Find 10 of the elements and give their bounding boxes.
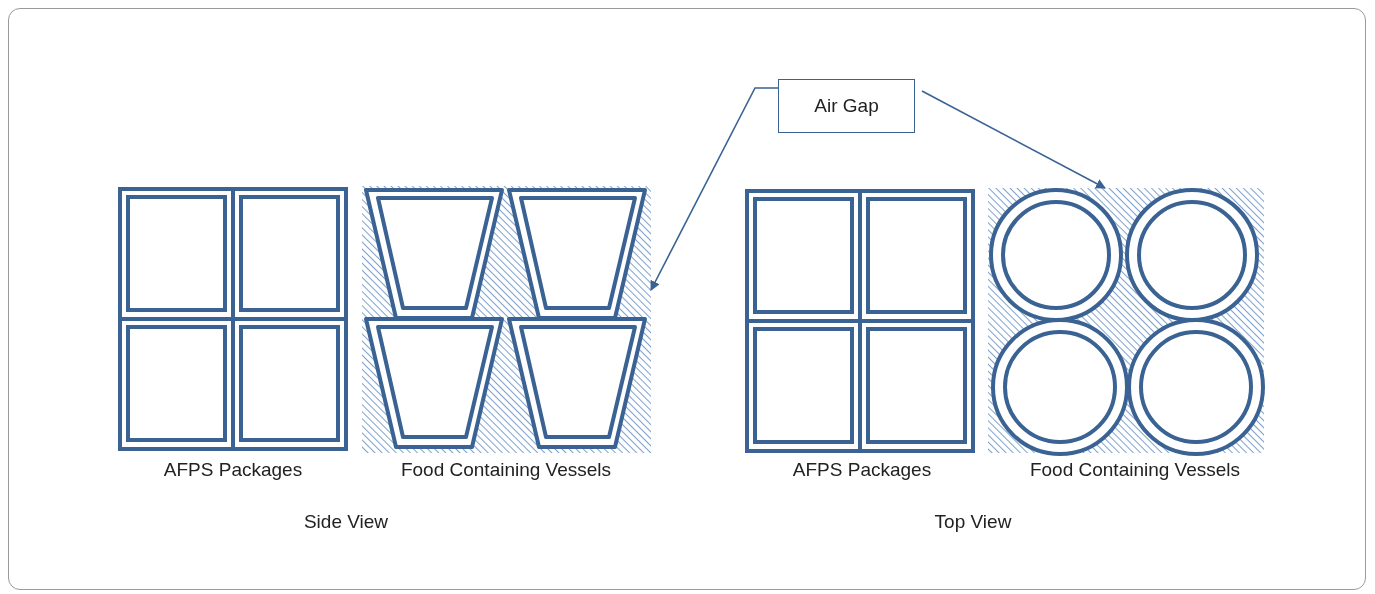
leader-line [650,87,779,291]
caption: Food Containing Vessels [400,459,612,481]
view-title: Side View [303,511,389,533]
text-box [778,79,915,133]
caption: AFPS Packages [792,459,932,481]
caption: AFPS Packages [163,459,303,481]
leader-line [921,90,1106,189]
box-label: Air Gap [814,95,879,117]
caption: Food Containing Vessels [1029,459,1241,481]
view-title: Top View [934,511,1012,533]
